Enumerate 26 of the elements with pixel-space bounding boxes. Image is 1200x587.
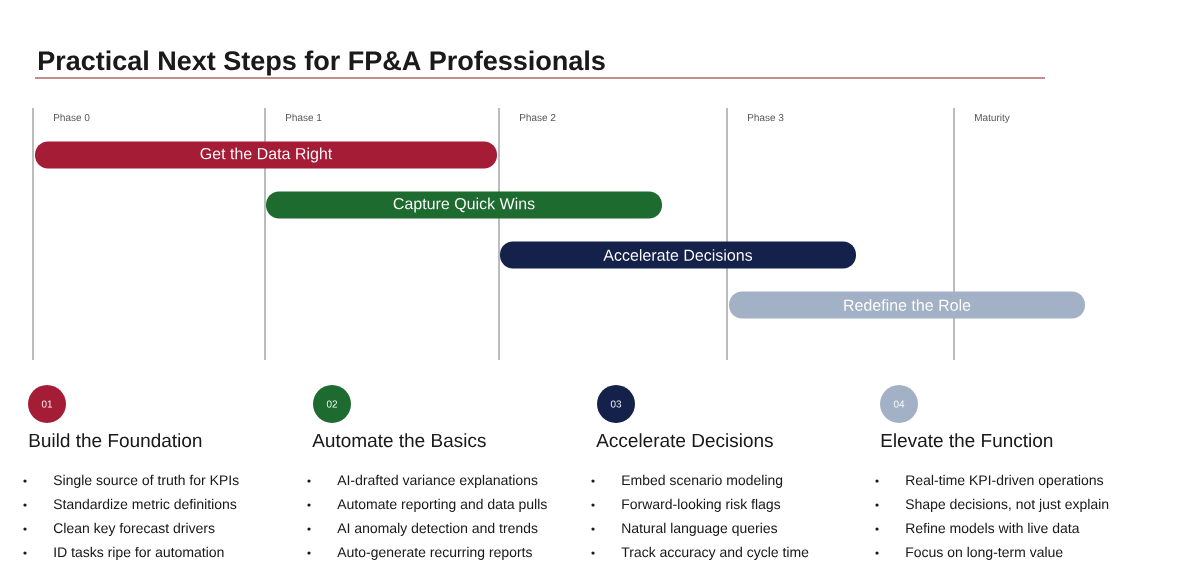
bullet-item: AI anomaly detection and trends [307, 522, 538, 536]
bullet-item: Real-time KPI-driven operations [875, 474, 1104, 488]
gantt-bar: Redefine the Role [729, 291, 1085, 319]
bullet-item: Automate reporting and data pulls [307, 498, 547, 512]
bullet-item: Natural language queries [591, 522, 778, 536]
gantt-bar: Accelerate Decisions [500, 241, 856, 269]
gantt-bar: Get the Data Right [35, 141, 497, 169]
bullet-item: Shape decisions, not just explain [875, 498, 1109, 512]
phase-label: Phase 2 [520, 113, 556, 122]
gantt-bar: Capture Quick Wins [266, 191, 662, 219]
bullet-item: Auto-generate recurring reports [307, 546, 532, 560]
bullet-item: Track accuracy and cycle time [591, 546, 809, 560]
bullet-item: Clean key forecast drivers [23, 522, 215, 536]
bullet-item: Single source of truth for KPIs [23, 474, 239, 488]
phase-label: Maturity [975, 113, 1010, 124]
bullet-item: Standardize metric definitions [23, 498, 237, 510]
phase-label: Phase 3 [748, 113, 784, 122]
bullet-item: ID tasks ripe for automation [23, 546, 224, 560]
bullet-item: Forward-looking risk flags [591, 498, 781, 512]
bullet-item: Focus on long-term value [875, 546, 1063, 560]
phase-label: Phase 0 [54, 113, 90, 122]
bullet-item: Embed scenario modeling [591, 474, 783, 488]
bullet-item: AI-drafted variance explanations [307, 474, 538, 488]
title: Practical Next Steps for FP&A Professionals [39, 50, 605, 76]
phase-label: Phase 1 [286, 113, 322, 122]
bullet-item: Refine models with live data [875, 522, 1080, 534]
